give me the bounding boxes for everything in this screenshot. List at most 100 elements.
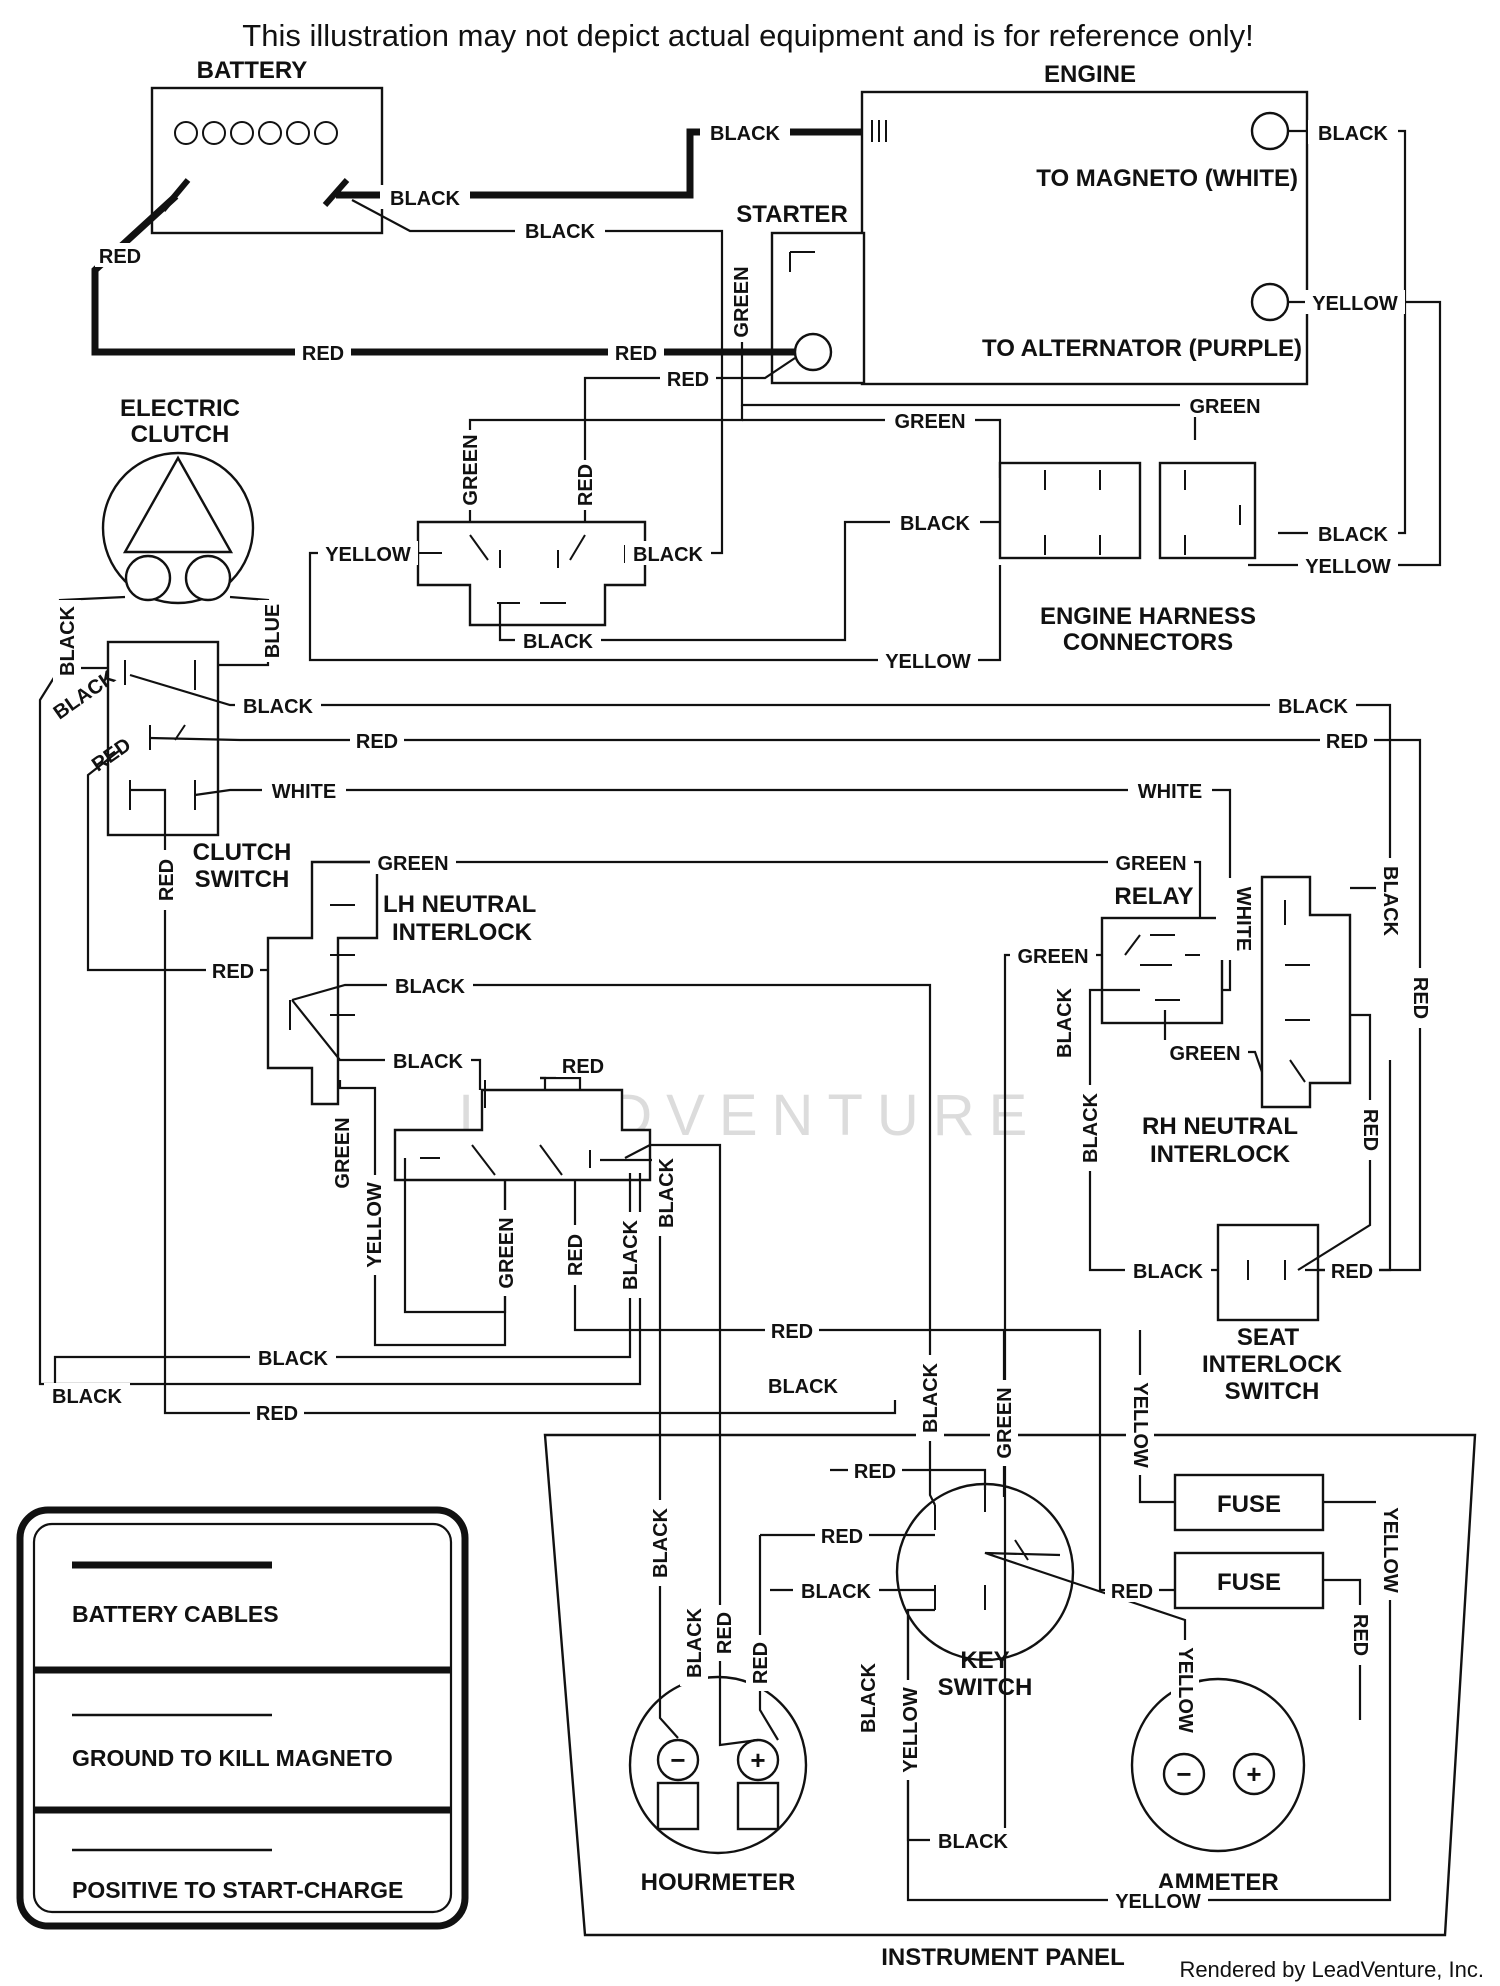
wire-label-white: WHITE xyxy=(1128,778,1212,803)
svg-text:BLACK: BLACK xyxy=(1379,866,1401,937)
wire-label-yellow: YELLOW xyxy=(878,648,978,673)
svg-text:RED: RED xyxy=(302,343,344,365)
key-switch-label-2: SWITCH xyxy=(938,1674,1033,1701)
wire-label-red: RED xyxy=(206,958,260,983)
svg-text:RED: RED xyxy=(156,859,178,901)
clutch-switch: CLUTCH SWITCH xyxy=(106,640,292,893)
wire-label-black: BLACK xyxy=(916,1355,944,1441)
wire-label-green: GREEN xyxy=(1010,943,1096,968)
wire-label-black: BLACK xyxy=(1125,1258,1211,1283)
wire-label-green: GREEN xyxy=(492,1210,520,1296)
svg-text:WHITE: WHITE xyxy=(272,781,336,803)
svg-text:RED: RED xyxy=(854,1461,896,1483)
svg-text:BATTERY CABLES: BATTERY CABLES xyxy=(72,1601,279,1627)
svg-text:RED: RED xyxy=(562,1056,604,1078)
disclaimer-title: This illustration may not depict actual … xyxy=(242,18,1253,53)
clutch-switch-label-1: CLUTCH xyxy=(193,839,292,866)
seat-interlock-switch: SEAT INTERLOCK SWITCH xyxy=(1202,1223,1343,1405)
svg-text:RED: RED xyxy=(1331,1261,1373,1283)
svg-text:BLACK: BLACK xyxy=(801,1581,872,1603)
svg-text:GROUND TO KILL MAGNETO: GROUND TO KILL MAGNETO xyxy=(72,1745,393,1771)
svg-text:BLACK: BLACK xyxy=(1080,1092,1102,1163)
wire-label-black: BLACK xyxy=(760,1373,846,1398)
svg-text:YELLOW: YELLOW xyxy=(1129,1382,1151,1468)
svg-text:YELLOW: YELLOW xyxy=(364,1182,386,1268)
svg-text:RED: RED xyxy=(212,961,254,983)
wire-label-red: RED xyxy=(710,1605,738,1661)
hourmeter-minus: − xyxy=(670,1745,685,1775)
hourmeter-plus: + xyxy=(750,1745,765,1775)
clutch-switch-label-2: SWITCH xyxy=(195,866,290,893)
svg-text:RED: RED xyxy=(256,1403,298,1425)
electric-clutch: ELECTRIC CLUTCH xyxy=(101,395,255,605)
svg-text:BLACK: BLACK xyxy=(656,1157,678,1228)
wire-label-white: WHITE xyxy=(1216,878,1254,960)
svg-text:BLACK: BLACK xyxy=(858,1662,880,1733)
svg-text:BLACK: BLACK xyxy=(390,188,461,210)
wire-label-red: RED xyxy=(556,1053,610,1078)
wire-label-red: RED xyxy=(1320,728,1374,753)
svg-text:RED: RED xyxy=(1111,1581,1153,1603)
rendered-by-credit: Rendered by LeadVenture, Inc. xyxy=(1179,1957,1484,1982)
key-switch: KEY SWITCH xyxy=(895,1482,1075,1701)
wire-label-red: RED xyxy=(571,460,599,510)
svg-text:YELLOW: YELLOW xyxy=(900,1687,922,1773)
svg-text:RED: RED xyxy=(1409,977,1431,1019)
wire-label-red: RED xyxy=(250,1400,304,1425)
wire-label-green: GREEN xyxy=(1180,393,1270,418)
fuse-bottom: FUSE xyxy=(1173,1551,1325,1610)
engine-harness-label-1: ENGINE HARNESS xyxy=(1040,603,1256,630)
wire-label-green: GREEN xyxy=(456,430,484,510)
seat-label-3: SWITCH xyxy=(1225,1378,1320,1405)
wire-label-yellow: YELLOW xyxy=(896,1680,924,1780)
wire-label-yellow: YELLOW xyxy=(1298,553,1398,578)
svg-text:BLACK: BLACK xyxy=(395,976,466,998)
wire-label-yellow: YELLOW xyxy=(318,541,418,566)
svg-text:GREEN: GREEN xyxy=(1169,1043,1240,1065)
wire-label-green: GREEN xyxy=(1108,850,1194,875)
rh-neutral-label-1: RH NEUTRAL xyxy=(1142,1113,1298,1140)
svg-text:GREEN: GREEN xyxy=(377,853,448,875)
svg-text:BLACK: BLACK xyxy=(1054,987,1076,1058)
svg-text:WHITE: WHITE xyxy=(1138,781,1202,803)
wire-label-black: BLACK xyxy=(854,1655,882,1741)
to-alternator-label: TO ALTERNATOR (PURPLE) xyxy=(982,335,1302,362)
upper-connector-block xyxy=(308,520,1002,662)
wire-label-blue: BLUE xyxy=(258,600,286,662)
engine-harness-connectors: ENGINE HARNESS CONNECTORS xyxy=(998,461,1257,656)
fuse-bottom-label: FUSE xyxy=(1217,1569,1281,1596)
wire-label-red: RED xyxy=(765,1318,819,1343)
wire-label-green: GREEN xyxy=(1162,1040,1248,1065)
wire-label-red: RED xyxy=(848,1458,902,1483)
svg-text:RED: RED xyxy=(1326,731,1368,753)
svg-text:GREEN: GREEN xyxy=(894,411,965,433)
svg-text:RED: RED xyxy=(1359,1109,1381,1151)
wire-label-red: RED xyxy=(350,728,404,753)
wire-label-yellow: YELLOW xyxy=(1126,1375,1154,1475)
svg-text:BLACK: BLACK xyxy=(620,1219,642,1290)
svg-text:YELLOW: YELLOW xyxy=(1379,1507,1401,1593)
wire-label-white: WHITE xyxy=(262,778,346,803)
wire-label-yellow: YELLOW xyxy=(1305,290,1405,315)
battery: BATTERY xyxy=(150,57,384,235)
relay: RELAY xyxy=(1100,883,1224,1025)
seat-label-2: INTERLOCK xyxy=(1202,1351,1343,1378)
wire-label-red: RED xyxy=(561,1225,589,1285)
legend: BATTERY CABLES GROUND TO KILL MAGNETO PO… xyxy=(16,1506,469,1930)
wire-label-black: BLACK xyxy=(700,120,790,145)
electric-clutch-label-1: ELECTRIC xyxy=(120,395,240,422)
hourmeter-label: HOURMETER xyxy=(641,1869,796,1896)
svg-text:BLACK: BLACK xyxy=(52,1386,123,1408)
svg-text:GREEN: GREEN xyxy=(1115,853,1186,875)
engine: ENGINE TO MAGNETO (WHITE) TO ALTERNATOR … xyxy=(860,61,1309,386)
svg-text:RED: RED xyxy=(356,731,398,753)
wire-label-black: BLACK xyxy=(1050,980,1078,1066)
wire-label-black: BLACK xyxy=(616,1212,644,1298)
engine-harness-label-2: CONNECTORS xyxy=(1063,629,1233,656)
ammeter-minus: − xyxy=(1176,1759,1191,1789)
wire-label-black: BLACK xyxy=(250,1345,336,1370)
wire-label-yellow: YELLOW xyxy=(1376,1500,1404,1600)
svg-text:RED: RED xyxy=(575,464,597,506)
wire-label-black: BLACK xyxy=(625,541,711,566)
